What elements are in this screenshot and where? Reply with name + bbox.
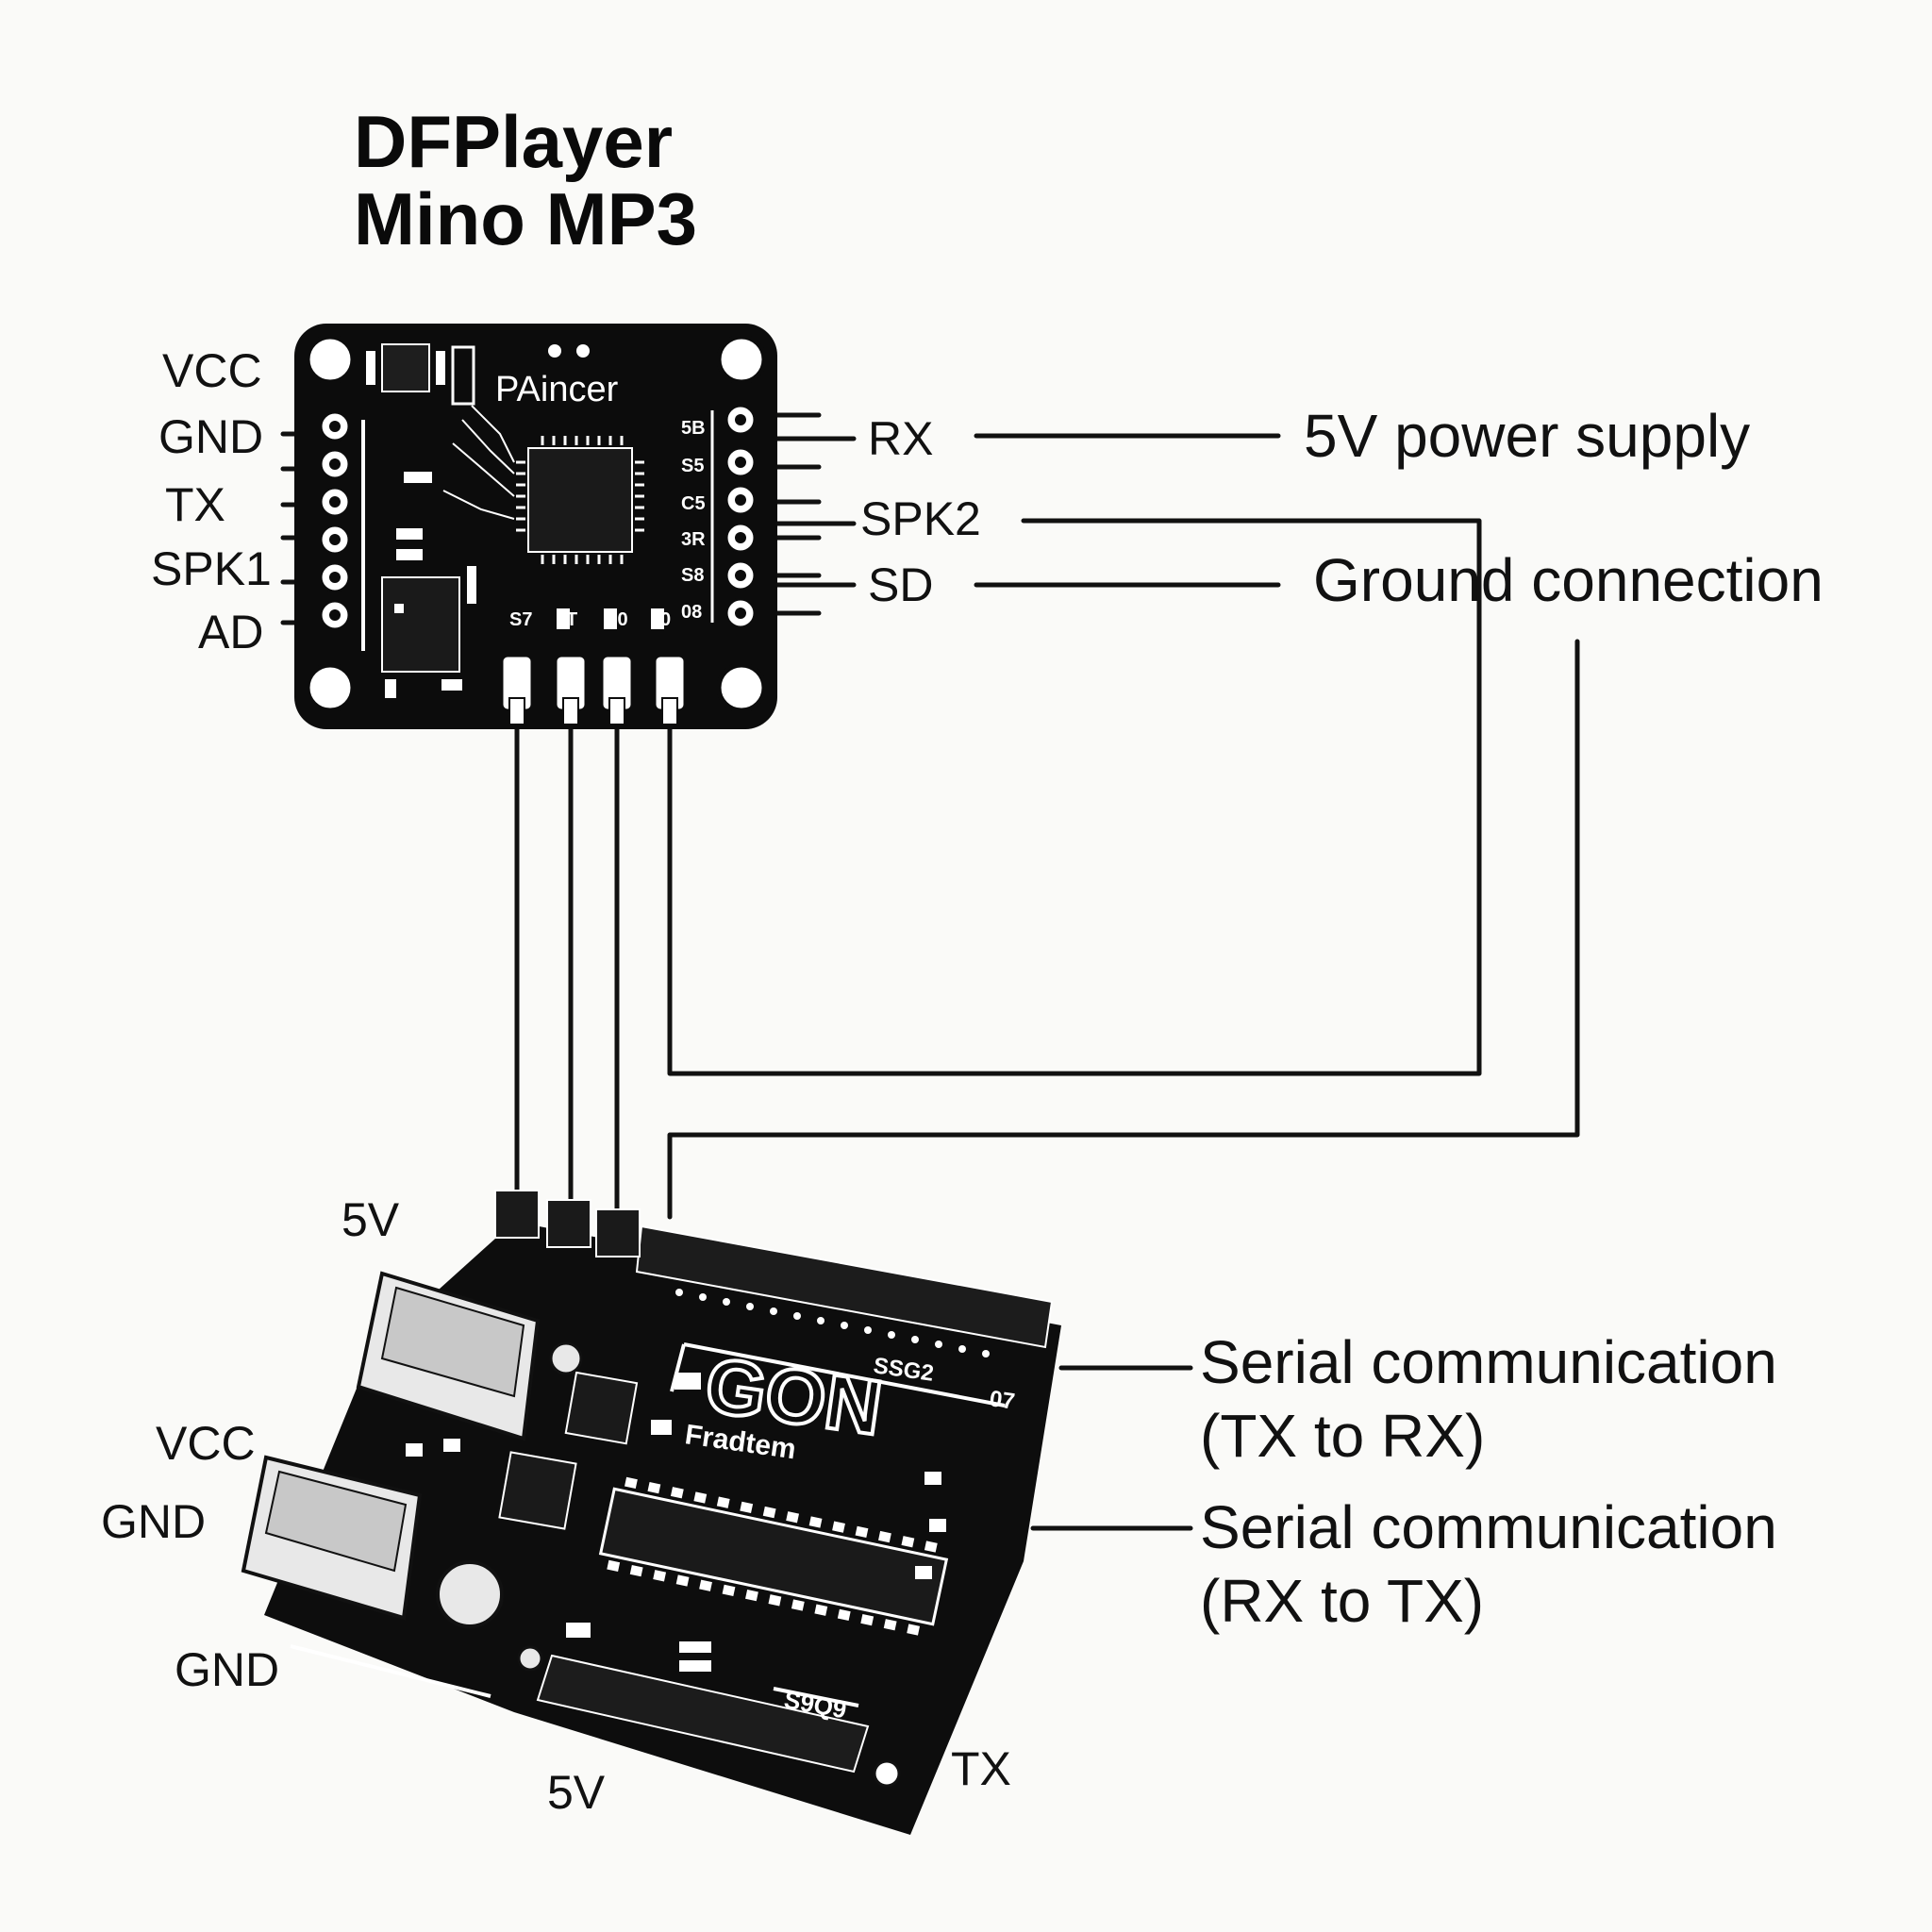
annotation-serial-rx-tx-line2: (RX to TX) — [1200, 1567, 1485, 1636]
wire-spk2-loop — [667, 518, 1482, 1076]
silk-right-label: 3R — [681, 529, 706, 550]
pin-label-ad: AD — [198, 606, 264, 658]
mount-hole — [716, 334, 767, 385]
mount-hole — [716, 662, 767, 713]
annotation-serial-tx-rx-line2: (TX to RX) — [1200, 1402, 1486, 1471]
title-line-1: DFPlayer — [354, 100, 674, 183]
silk-right-label: 5B — [681, 418, 706, 439]
atmega-chip — [598, 1487, 949, 1626]
silk-right-label: S8 — [681, 565, 704, 586]
pin-label-spk1: SPK1 — [151, 542, 272, 595]
board-label-tx: TX — [951, 1742, 1011, 1795]
pin-label-spk2: SPK2 — [860, 492, 981, 545]
board-label-vcc: VCC — [156, 1417, 256, 1470]
board-label-5v-top: 5V — [341, 1193, 400, 1246]
header-connector — [546, 1199, 591, 1248]
module-chip-text: PAincer — [495, 370, 619, 409]
title-line-2: Mino MP3 — [354, 176, 697, 260]
silk-right-label: S5 — [681, 456, 704, 476]
microcontroller-board: GON Fradtem SSG2 07 S9Q9 — [241, 1190, 1061, 1835]
silk-bottom-label: B0 — [604, 609, 628, 630]
annotation-serial-tx-rx-line1: Serial communication — [1200, 1328, 1777, 1396]
diagram-title: DFPlayer Mino MP3 — [354, 100, 697, 260]
mount-hole — [305, 662, 356, 713]
silk-bottom-label: 0 — [660, 609, 671, 630]
silk-right-label: C5 — [681, 493, 706, 514]
pin-label-rx: RX — [868, 412, 934, 465]
board-label-gnd-lower: GND — [175, 1643, 280, 1696]
mount-hole — [305, 334, 356, 385]
header-connector — [494, 1190, 540, 1239]
pin-label-sd: SD — [868, 558, 934, 611]
board-label-5v-bottom: 5V — [547, 1766, 606, 1819]
silk-right-label: 08 — [681, 602, 702, 623]
annotation-serial-rx-tx: Serial communication (RX to TX) — [1200, 1491, 1777, 1638]
board-silk-tx: 07 — [988, 1386, 1016, 1414]
annotation-ground: Ground connection — [1313, 546, 1824, 614]
board-label-gnd-upper: GND — [101, 1495, 207, 1548]
wire-ground-loop — [667, 639, 1580, 1220]
header-connector — [595, 1208, 641, 1257]
pin-label-gnd: GND — [158, 410, 264, 463]
silk-bottom-label: S7 — [509, 609, 532, 630]
silk-bottom-label: T — [566, 609, 577, 630]
annotation-serial-tx-rx: Serial communication (TX to RX) — [1200, 1325, 1777, 1473]
main-chip — [527, 447, 633, 553]
annotation-serial-rx-tx-line1: Serial communication — [1200, 1493, 1777, 1561]
capacitor — [436, 1560, 504, 1628]
pin-label-tx: TX — [165, 478, 225, 531]
dfplayer-module: PAincer 5B S5 C5 3R S8 08 S7 T B0 0 — [294, 324, 777, 729]
bottom-header — [536, 1654, 870, 1774]
annotation-power: 5V power supply — [1304, 402, 1751, 470]
pin-label-vcc: VCC — [162, 344, 262, 397]
bottom-header-pins — [500, 654, 687, 725]
